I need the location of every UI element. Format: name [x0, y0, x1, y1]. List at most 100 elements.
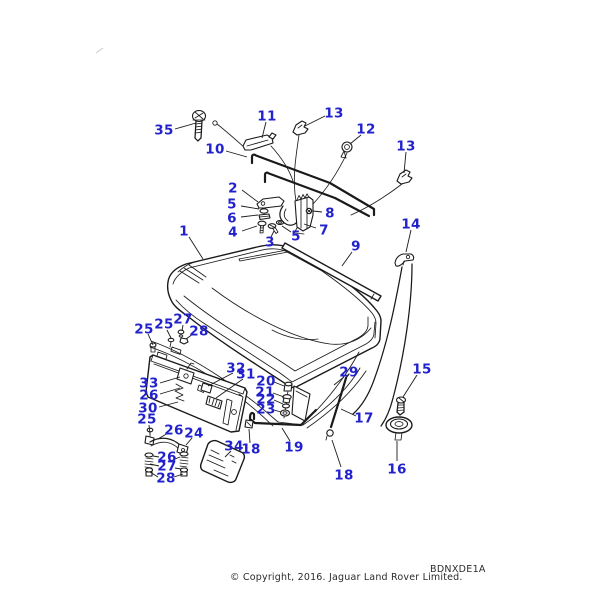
callout-31: 31	[236, 367, 255, 383]
part-10-release-rods	[250, 153, 376, 218]
leader-line-34	[224, 450, 232, 458]
leader-line-23	[273, 409, 282, 413]
callout-35: 35	[154, 123, 173, 139]
callout-2: 2	[228, 181, 238, 197]
leader-line-25	[148, 424, 151, 435]
leader-line-21	[272, 392, 285, 398]
leader-line-27	[149, 463, 160, 467]
part-14-hinge	[394, 253, 415, 267]
callout-23: 23	[256, 402, 275, 418]
lock-mechanism	[256, 193, 314, 235]
callout-18: 18	[334, 468, 353, 484]
callout-17: 17	[354, 411, 373, 427]
leader-line-5	[240, 205, 260, 210]
callout-13: 13	[396, 139, 415, 155]
leader-line-12	[349, 134, 362, 145]
part-18-clip-left	[244, 419, 254, 429]
leader-line-25	[166, 329, 172, 339]
part-8-screw	[305, 207, 313, 215]
leader-line-19	[281, 427, 291, 442]
part-9-trim-strip	[281, 242, 382, 302]
callout-7: 7	[319, 223, 329, 239]
leader-line-28	[173, 473, 184, 478]
leader-line-7	[303, 223, 317, 229]
part-31-grille-detail	[205, 395, 223, 410]
callout-26: 26	[164, 423, 183, 439]
part-29-cable	[314, 351, 360, 413]
leader-line-26	[159, 387, 181, 395]
leader-line-30	[158, 401, 179, 408]
part-33-latch	[176, 362, 195, 385]
part-4-bolt	[257, 220, 267, 234]
callout-27: 27	[173, 312, 192, 328]
panel-corner-gusset	[177, 260, 207, 284]
panel-trim-strip	[238, 249, 289, 262]
leader-line-13	[304, 115, 326, 127]
part-18-clip-right	[325, 429, 334, 441]
leader-line-29	[333, 376, 345, 386]
callout-33: 33	[139, 376, 158, 392]
leader-line-26	[157, 432, 169, 440]
part-26-spring	[174, 383, 185, 402]
callout-25: 25	[134, 322, 153, 338]
leader-line-31	[215, 378, 244, 399]
washer-stack-left	[144, 452, 154, 477]
callout-26: 26	[157, 450, 176, 466]
part-11-lock-unit	[212, 120, 277, 151]
callout-6: 6	[227, 211, 237, 227]
part-16-grommet	[385, 416, 413, 441]
leader-line-28	[149, 471, 159, 478]
part-30-bracket-tray	[145, 346, 248, 433]
callout-15: 15	[412, 362, 431, 378]
part-6-nut	[258, 213, 271, 221]
callout-9: 9	[351, 239, 361, 255]
leader-line-33	[159, 376, 181, 384]
callout-1: 1	[179, 224, 189, 240]
callout-16: 16	[387, 462, 406, 478]
leader-line-18	[248, 428, 251, 444]
part-17-stay-rod	[329, 373, 350, 429]
callout-13: 13	[324, 106, 343, 122]
callout-27: 27	[157, 459, 176, 475]
callout-25: 25	[137, 412, 156, 428]
leader-line-15	[402, 374, 418, 398]
callout-28: 28	[189, 324, 208, 340]
callout-5: 5	[291, 229, 301, 245]
callout-22: 22	[256, 392, 275, 408]
part-13-clip-left	[292, 120, 309, 136]
leader-line-2	[241, 189, 259, 203]
part-12-clip	[340, 141, 353, 159]
callout-25: 25	[154, 317, 173, 333]
leader-line-10	[225, 150, 248, 158]
parts-20-23-bolt-stack	[279, 381, 293, 419]
leader-line-13	[403, 151, 407, 174]
body-aperture-and-hinge-arms	[149, 263, 413, 429]
scan-artifact	[95, 47, 104, 54]
leader-lines	[147, 115, 418, 478]
leader-line-27	[174, 467, 182, 470]
washer-stack-right	[179, 451, 189, 477]
leader-line-11	[261, 121, 267, 139]
leader-line-8	[312, 210, 323, 213]
leader-line-17	[340, 408, 357, 417]
leader-line-18	[331, 439, 342, 468]
leader-line-27	[181, 324, 184, 332]
leader-line-3	[270, 230, 275, 238]
part-35-screw	[191, 109, 207, 142]
leader-line-6	[240, 214, 259, 218]
callout-28: 28	[156, 471, 175, 487]
callout-14: 14	[401, 217, 420, 233]
callout-8: 8	[325, 206, 335, 222]
cable-harness	[270, 134, 403, 216]
callout-30: 30	[138, 401, 157, 417]
part-3-bolt	[267, 223, 279, 234]
leader-line-14	[405, 229, 412, 253]
leader-line-9	[341, 251, 353, 267]
callout-29: 29	[339, 365, 358, 381]
leader-line-24	[185, 437, 193, 446]
part-2-lever	[256, 196, 285, 209]
leader-line-32	[207, 372, 234, 387]
